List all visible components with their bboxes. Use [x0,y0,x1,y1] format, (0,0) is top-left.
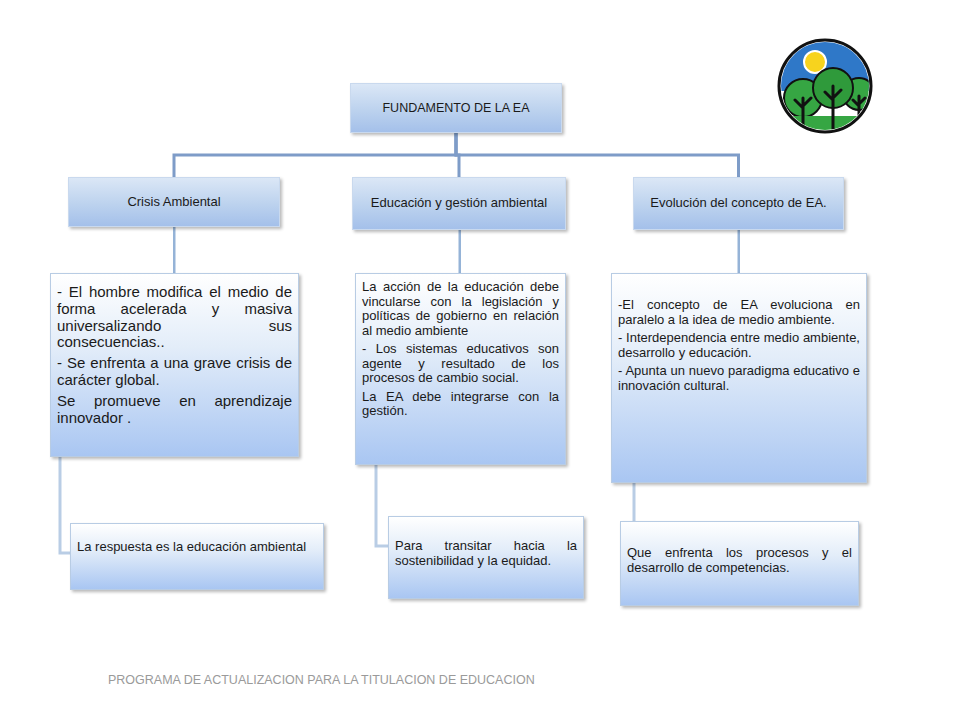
box-text: -El concepto de EA evoluciona en paralel… [618,298,860,327]
conclusion-box: La respuesta es la educación ambiental [70,523,324,590]
box-text: - Se enfrenta a una grave crisis de cará… [57,355,292,389]
footer-note: PROGRAMA DE ACTUALIZACION PARA LA TITULA… [108,673,535,687]
logo-illustration [775,36,875,136]
conclusion-box: Que enfrenta los procesos y el desarroll… [620,521,859,606]
connector-line [738,230,741,273]
box-text: Se promueve en aprendizaje innovador . [57,393,292,427]
detail-box: - El hombre modifica el medio de forma a… [50,273,299,457]
box-text: - El hombre modifica el medio de forma a… [57,284,292,351]
connector-line [173,227,176,273]
box-heading: Educación y gestión ambiental [371,196,547,211]
detail-box: La acción de la educación debe vinculars… [355,273,566,465]
box-text: - Apunta un nuevo paradigma educativo e … [618,364,860,393]
logo-ground [775,116,875,136]
connector-line [633,483,636,521]
box-heading: FUNDAMENTO DE LA EA [382,101,529,115]
connector-line [174,133,456,177]
topic-box: Educación y gestión ambiental [352,177,566,230]
topic-box: Crisis Ambiental [68,177,280,227]
connector-line [456,133,739,177]
topic-box: Evolución del concepto de EA. [633,177,844,230]
connector-line [60,457,70,553]
box-text: - Los sistemas educativos son agente y r… [362,342,559,386]
connector-line [459,230,462,273]
box-heading: Evolución del concepto de EA. [650,196,826,211]
connector-line [376,465,388,546]
conclusion-box: Para transitar hacia la sostenibilidad y… [388,516,584,599]
box-text: La respuesta es la educación ambiental [77,540,317,555]
box-text: La acción de la educación debe vinculars… [362,280,559,338]
detail-box: -El concepto de EA evoluciona en paralel… [611,273,867,483]
box-text: Que enfrenta los procesos y el desarroll… [627,546,852,575]
root-box: FUNDAMENTO DE LA EA [350,83,562,133]
box-text: - Interdependencia entre medio ambiente,… [618,331,860,360]
logo-trunks [795,86,865,131]
box-text: Para transitar hacia la sostenibilidad y… [395,539,577,568]
box-heading: Crisis Ambiental [127,195,220,210]
box-text: La EA debe integrarse con la gestión. [362,390,559,419]
